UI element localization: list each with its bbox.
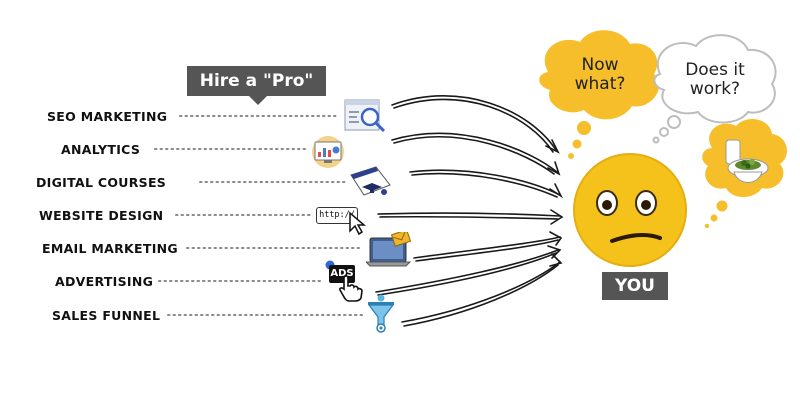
arrow-email	[413, 236, 561, 259]
thought-bubble-left	[539, 30, 659, 159]
banner-pointer	[249, 96, 267, 105]
hand-pointer-icon	[339, 275, 363, 302]
seo-magnifier-icon	[344, 99, 388, 139]
service-label-digital-courses: DIGITAL COURSES	[36, 175, 167, 190]
arrow-courses	[409, 169, 561, 196]
thought-text-left-line1: Now	[581, 55, 619, 75]
analytics-dashboard-icon	[309, 135, 347, 173]
service-label-website-design: WEBSITE DESIGN	[39, 208, 164, 223]
arrow-advertising	[375, 249, 559, 293]
funnel-gear-icon	[365, 293, 397, 337]
hire-pro-banner: Hire a "Pro"	[187, 66, 326, 96]
thought-text-left-line2: what?	[574, 74, 626, 94]
graduation-certificate-icon	[348, 165, 394, 203]
service-label-analytics: ANALYTICS	[61, 142, 141, 157]
service-label-sales-funnel: SALES FUNNEL	[52, 308, 161, 323]
arrow-funnel	[401, 261, 561, 323]
thought-text-left: Now what?	[560, 56, 640, 94]
toilet-thought-bubble	[702, 119, 787, 229]
service-label-email-marketing: EMAIL MARKETING	[42, 241, 178, 256]
thought-text-right: Does it work?	[670, 61, 760, 99]
service-label-advertising: ADVERTISING	[55, 274, 154, 289]
url-address-box: http://	[316, 207, 358, 224]
thought-bubble-right	[652, 34, 777, 144]
mouse-pointer-icon	[349, 211, 366, 236]
service-label-seo-marketing: SEO MARKETING	[47, 109, 168, 124]
arrow-website	[377, 212, 561, 217]
arrow-analytics	[391, 132, 558, 173]
laptop-mail-icon	[364, 229, 414, 272]
confused-emoji-face	[573, 153, 687, 267]
arrow-seo	[391, 95, 557, 151]
thought-text-right-line1: Does it	[685, 60, 745, 80]
thought-text-right-line2: work?	[689, 79, 741, 99]
you-label: YOU	[602, 272, 668, 300]
